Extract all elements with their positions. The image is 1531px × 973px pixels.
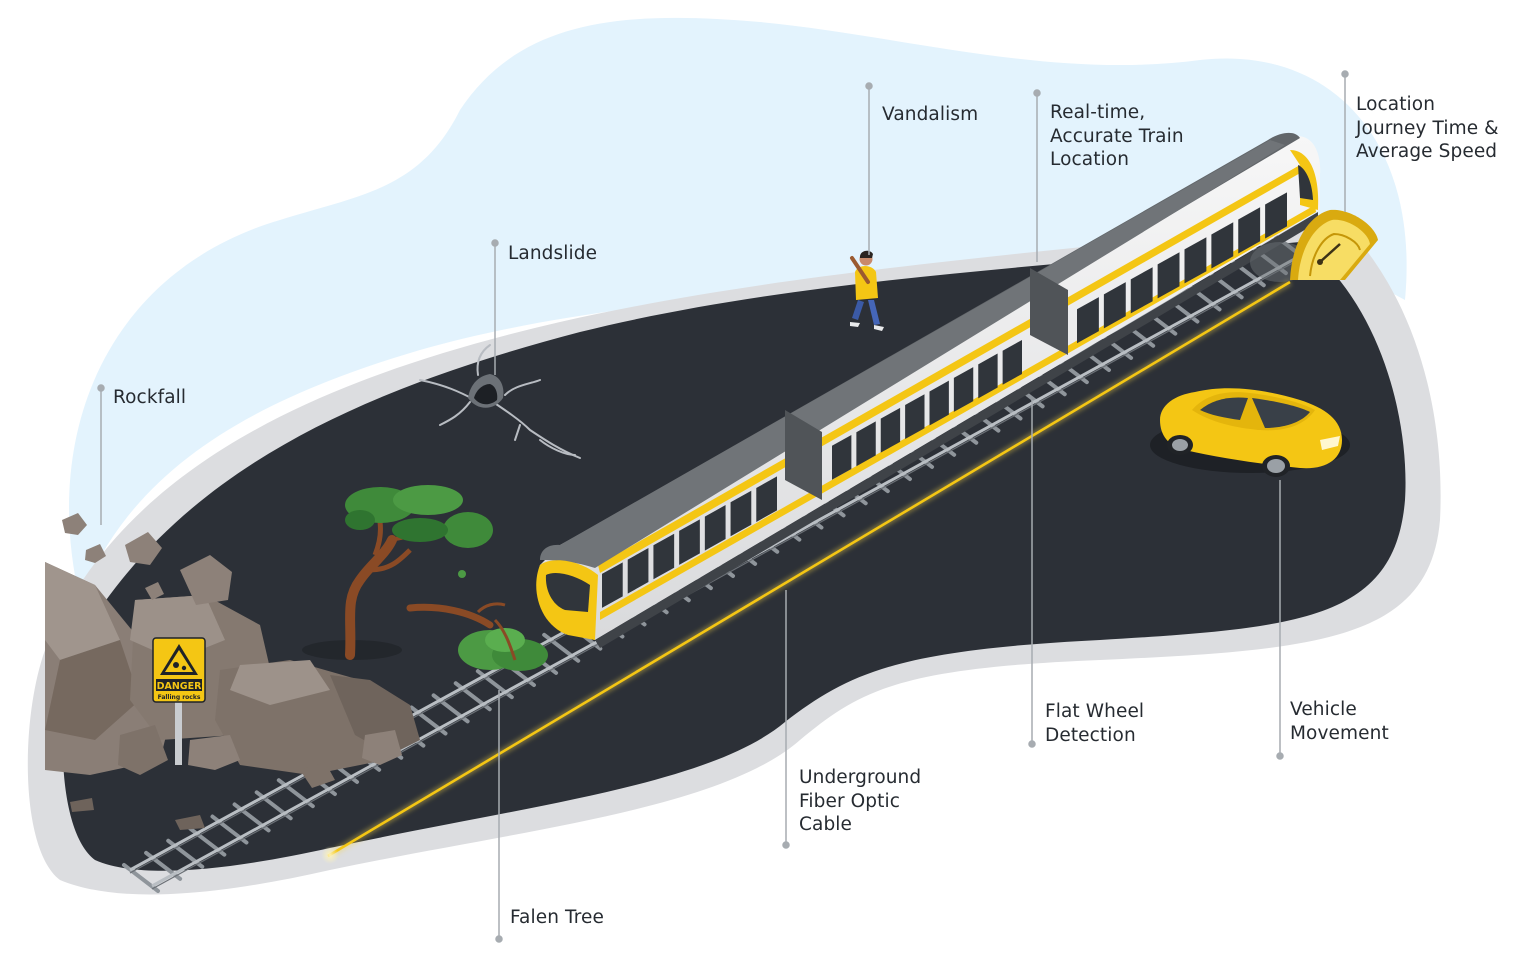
- train-window: [704, 505, 726, 551]
- train-window: [953, 367, 974, 412]
- warning-sign-icon: DANGER Falling rocks: [152, 637, 206, 765]
- sign-title: DANGER: [157, 681, 202, 692]
- label-vandalism: Vandalism: [882, 104, 979, 125]
- train-window: [627, 548, 649, 594]
- train-window: [1184, 237, 1207, 284]
- train-window: [905, 394, 925, 440]
- fallen-tree: [406, 602, 548, 671]
- yellow-car: [1150, 388, 1350, 477]
- landslide-crack: [419, 344, 581, 459]
- train: [536, 132, 1321, 648]
- label-vehicle-movement: Vehicle Movement: [1290, 699, 1389, 744]
- train-window: [1002, 339, 1022, 385]
- train-window: [730, 490, 752, 537]
- sign-subtitle: Falling rocks: [158, 694, 201, 701]
- train-window: [1157, 252, 1180, 299]
- train-window: [602, 562, 623, 608]
- train-window: [1238, 207, 1261, 254]
- train-window: [1130, 267, 1153, 314]
- train-window: [1265, 192, 1287, 239]
- label-train-location: Real-time, Accurate Train Location: [1050, 102, 1184, 170]
- fiber-optic-cable: [327, 280, 1291, 858]
- train-window: [679, 519, 700, 565]
- vandal-person: [850, 250, 884, 331]
- label-fiber-cable: Underground Fiber Optic Cable: [799, 767, 922, 835]
- train-window: [880, 407, 901, 453]
- rockfall-boulders: [45, 513, 420, 830]
- train-window: [978, 353, 998, 399]
- train-window: [1211, 222, 1234, 269]
- label-fallen-tree: Falen Tree: [510, 907, 604, 928]
- train-window: [1103, 282, 1126, 329]
- train-window: [653, 533, 675, 580]
- speedometer-icon: [1250, 209, 1378, 282]
- train-window: [1077, 297, 1099, 344]
- label-rockfall: Rockfall: [113, 387, 187, 408]
- train-window: [756, 476, 777, 522]
- standing-tree: [302, 485, 493, 660]
- train-window: [832, 434, 852, 480]
- label-landslide: Landslide: [508, 243, 598, 264]
- label-flat-wheel: Flat Wheel Detection: [1045, 701, 1145, 746]
- train-window: [929, 380, 949, 426]
- sky-backdrop: [69, 17, 1407, 601]
- leader-lines: [97, 70, 1349, 943]
- label-journey-time: Location Journey Time & Average Speed: [1356, 94, 1499, 162]
- train-window: [856, 421, 876, 467]
